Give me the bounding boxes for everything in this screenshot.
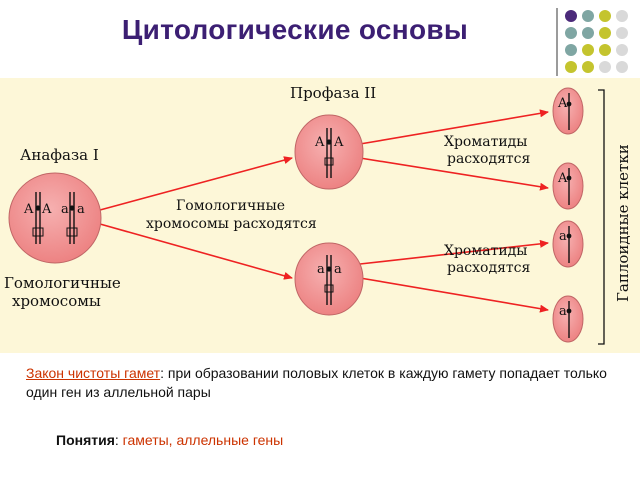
decor-dot bbox=[565, 61, 577, 73]
haploid-cell-3: a bbox=[552, 220, 584, 268]
decor-dot bbox=[565, 44, 577, 56]
decor-dot bbox=[616, 61, 628, 73]
decor-dot bbox=[582, 61, 594, 73]
concepts-line: Понятия: гаметы, аллельные гены bbox=[56, 432, 283, 448]
concepts-values: гаметы, аллельные гены bbox=[122, 432, 284, 448]
arrows bbox=[99, 109, 549, 313]
arrow-lower-to-cell-3 bbox=[359, 239, 549, 265]
arrow-anaphase-to-lower bbox=[99, 223, 293, 280]
allele-label: a bbox=[61, 202, 69, 217]
arrow-upper-to-cell-2 bbox=[359, 157, 549, 191]
law-description: : при образовании половых клеток в кажду… bbox=[26, 365, 607, 400]
allele-label: A bbox=[41, 202, 52, 217]
allele-label: A bbox=[23, 202, 34, 217]
haploid-cell-4: a bbox=[552, 295, 584, 343]
decor-dot bbox=[599, 10, 611, 22]
decor-dot bbox=[599, 61, 611, 73]
decor-dot bbox=[599, 27, 611, 39]
allele-label: A bbox=[314, 135, 325, 150]
diagram-svg: A A a a A A a a bbox=[4, 84, 632, 345]
label-homologous-chromosomes-1: Гомологичные bbox=[4, 274, 121, 292]
label-anaphase: Анафаза I bbox=[20, 146, 99, 164]
allele-label: a bbox=[559, 304, 567, 319]
decor-dot bbox=[565, 27, 577, 39]
decor-dot bbox=[582, 10, 594, 22]
decor-divider bbox=[556, 8, 558, 76]
law-term-link[interactable]: Закон чистоты гамет bbox=[26, 365, 161, 381]
label-prophase: Профаза II bbox=[290, 84, 376, 102]
cell-prophase-lower: a a bbox=[294, 242, 364, 316]
decor-dot bbox=[582, 44, 594, 56]
decor-dot bbox=[582, 27, 594, 39]
arrow-lower-to-cell-4 bbox=[359, 277, 549, 313]
allele-label: A bbox=[557, 96, 568, 111]
haploid-bracket bbox=[598, 89, 605, 345]
label-chromatids-lower-1: Хроматиды bbox=[444, 243, 527, 259]
arrow-upper-to-cell-1 bbox=[359, 109, 549, 145]
law-caption: Закон чистоты гамет: при образовании пол… bbox=[26, 364, 616, 402]
label-chromatids-upper-2: расходятся bbox=[447, 151, 531, 167]
slide-title: Цитологические основы bbox=[121, 14, 469, 45]
allele-label: a bbox=[559, 229, 567, 244]
haploid-cell-1: A bbox=[552, 87, 584, 135]
label-homologous-diverge-2: хромосомы расходятся bbox=[146, 216, 317, 232]
decor-dot bbox=[616, 10, 628, 22]
allele-label: a bbox=[334, 262, 342, 277]
allele-label: a bbox=[317, 262, 325, 277]
label-chromatids-lower-2: расходятся bbox=[447, 260, 531, 276]
decor-dot bbox=[616, 27, 628, 39]
concepts-separator: : bbox=[114, 432, 123, 448]
label-homologous-diverge-1: Гомологичные bbox=[176, 198, 285, 214]
concepts-label: Понятия bbox=[56, 432, 115, 448]
label-haploid-cells: Гаплоидные клетки bbox=[614, 144, 632, 302]
label-chromatids-upper-1: Хроматиды bbox=[444, 134, 527, 150]
arrow-anaphase-to-upper bbox=[99, 156, 293, 211]
haploid-cell-2: A bbox=[552, 162, 584, 210]
label-homologous-chromosomes-2: хромосомы bbox=[12, 292, 101, 310]
diagram: A A a a A A a a bbox=[0, 78, 640, 353]
decor-dot bbox=[599, 44, 611, 56]
cell-anaphase-1: A A a a bbox=[8, 172, 102, 264]
decor-dot bbox=[616, 44, 628, 56]
allele-label: a bbox=[77, 202, 85, 217]
cell-prophase-upper: A A bbox=[294, 114, 364, 190]
allele-label: A bbox=[333, 135, 344, 150]
decor-dots bbox=[565, 10, 640, 80]
allele-label: A bbox=[557, 171, 568, 186]
decor-dot bbox=[565, 10, 577, 22]
